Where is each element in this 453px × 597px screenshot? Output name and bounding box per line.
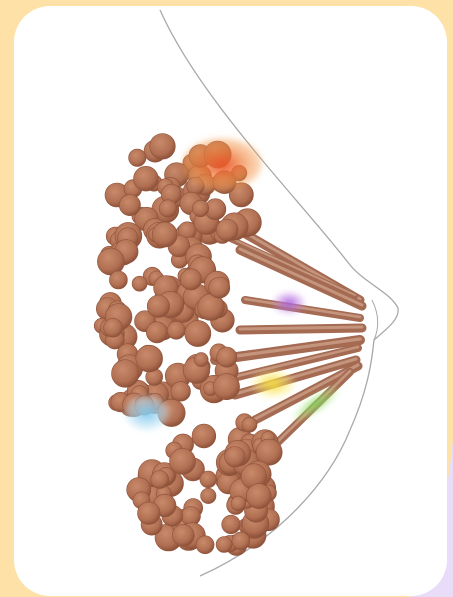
lobule-bump-137 <box>213 374 239 400</box>
lobule-bump-185 <box>172 524 194 546</box>
lobule-bump-182 <box>200 471 217 488</box>
lobule-bump-122 <box>136 345 163 372</box>
lobule-bump-41 <box>192 200 208 216</box>
lobule-bump-92 <box>104 318 123 337</box>
blue-lesion-marker <box>125 396 169 430</box>
lobule-bump-186 <box>151 471 169 489</box>
lobule-bump-87 <box>167 321 185 339</box>
duct-highlight-4 <box>240 327 362 329</box>
lobule-bump-199 <box>242 417 257 432</box>
purple-lesion-marker <box>273 292 305 314</box>
lobule-bump-26 <box>129 149 146 166</box>
lobule-bump-207 <box>231 496 246 511</box>
lobule-bump-179 <box>196 536 214 554</box>
lobule-bump-175 <box>232 532 250 550</box>
lobule-bump-151 <box>201 488 216 503</box>
lobule-bump-90 <box>152 222 177 247</box>
lobule-bump-208 <box>246 484 271 509</box>
lobule-bump-124 <box>112 360 140 388</box>
lobule-bump-104 <box>180 269 201 290</box>
lobule-bump-17 <box>134 166 159 191</box>
lobule-bump-177 <box>138 502 161 525</box>
lobule-bump-154 <box>192 424 216 448</box>
lobule-bump-134 <box>217 347 237 367</box>
lobule-bump-155 <box>222 515 241 534</box>
lobule-bump-96 <box>185 320 211 346</box>
lobule-bump-29 <box>119 195 140 216</box>
lobule-bump-187 <box>170 448 196 474</box>
lobule-bump-189 <box>216 537 232 553</box>
lobule-bump-135 <box>194 353 208 367</box>
lobule-bump-103 <box>209 277 230 298</box>
lobule-bump-69 <box>132 276 147 291</box>
lobule-bump-115 <box>171 382 191 402</box>
lobule-bump-44 <box>216 219 238 241</box>
lobule-bump-30 <box>150 134 176 160</box>
yellow-lesion-marker <box>251 370 295 398</box>
lobule-bump-89 <box>147 295 169 317</box>
orange-lesion-marker <box>182 138 262 190</box>
lobule-bump-79 <box>109 271 127 289</box>
lobule-bump-33 <box>159 200 176 217</box>
lobule-bump-63 <box>146 322 167 343</box>
lobule-bump-198 <box>225 447 246 468</box>
